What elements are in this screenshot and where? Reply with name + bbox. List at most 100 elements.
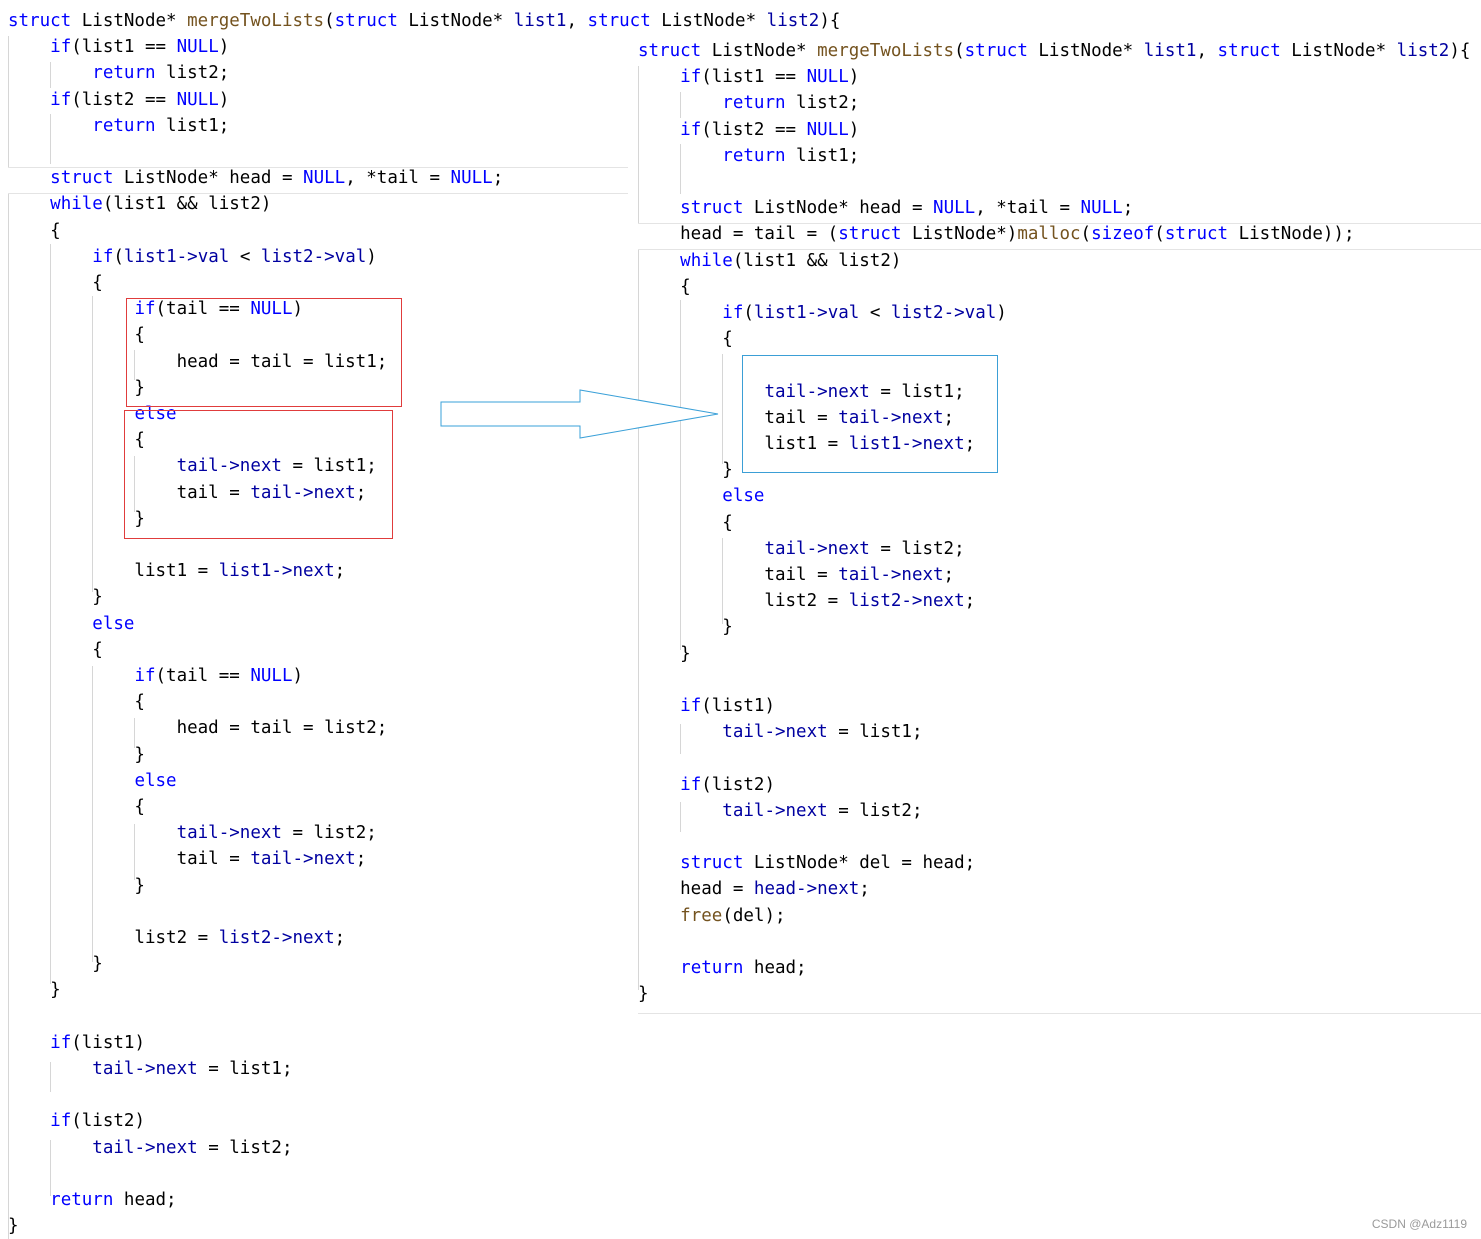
- code-token: tail =: [8, 849, 251, 870]
- code-token: ListNode*: [71, 11, 188, 31]
- code-token: }: [8, 508, 145, 529]
- code-token: list2->next: [218, 928, 335, 948]
- code-token: (list1 ==: [71, 37, 177, 58]
- code-token: free: [680, 905, 723, 926]
- code-token: return: [722, 145, 786, 166]
- indent-guide: [134, 824, 135, 880]
- code-token: ): [292, 299, 304, 320]
- code-token: else: [92, 613, 135, 634]
- code-line: }: [8, 375, 145, 401]
- code-token: [8, 116, 92, 136]
- code-line: else: [8, 611, 134, 637]
- code-token: if: [92, 246, 114, 267]
- code-token: (list1 && list2): [732, 250, 902, 271]
- code-token: ;: [492, 168, 504, 189]
- right-gutter-line: [638, 66, 639, 990]
- indent-guide: [50, 1062, 51, 1092]
- code-line: tail->next = list2;: [8, 820, 377, 846]
- code-token: tail->next: [250, 849, 356, 870]
- code-token: if: [680, 774, 702, 795]
- code-token: head =: [638, 879, 754, 900]
- code-token: , *tail =: [345, 168, 451, 189]
- code-token: [8, 1033, 50, 1053]
- code-token: list2 =: [8, 928, 219, 948]
- right-bottom-border: [638, 1013, 1481, 1014]
- code-line: }: [638, 614, 733, 640]
- code-token: return: [722, 93, 786, 114]
- code-token: mergeTwoLists: [817, 41, 955, 61]
- code-line: list2 = list2->next;: [8, 925, 345, 951]
- code-token: return: [50, 1190, 114, 1210]
- code-line: struct ListNode* head = NULL, *tail = NU…: [638, 195, 1133, 221]
- code-token: ): [292, 666, 304, 686]
- indent-guide: [134, 456, 135, 512]
- code-line: if(list2): [8, 1108, 145, 1134]
- code-token: list1 =: [8, 561, 219, 582]
- code-token: ;: [943, 407, 955, 428]
- code-token: }: [638, 617, 733, 638]
- code-token: ): [848, 67, 860, 88]
- code-line: return list1;: [638, 143, 859, 169]
- code-token: [638, 120, 680, 140]
- code-token: [8, 614, 92, 634]
- code-token: }: [8, 1216, 19, 1237]
- code-token: list1;: [155, 115, 230, 136]
- code-token: (list2 ==: [71, 89, 177, 110]
- code-token: }: [8, 587, 103, 608]
- code-token: {: [8, 692, 145, 713]
- code-line: {: [8, 322, 145, 348]
- code-token: {: [638, 512, 733, 533]
- code-line: }: [8, 951, 103, 977]
- code-line: }: [8, 506, 145, 532]
- code-line: head = tail = list2;: [8, 715, 388, 741]
- code-line: {: [638, 510, 733, 536]
- left-gutter-line: [8, 36, 9, 1239]
- code-line: if(list1->val < list2->val): [638, 300, 1007, 326]
- code-token: (: [954, 41, 965, 61]
- code-token: [638, 198, 680, 218]
- code-token: NULL: [1080, 198, 1123, 219]
- code-token: malloc: [1017, 224, 1081, 245]
- code-token: tail->next: [722, 722, 828, 743]
- code-token: = list1;: [827, 722, 923, 743]
- code-token: ListNode*: [650, 11, 767, 31]
- code-token: , *tail =: [975, 198, 1081, 219]
- code-token: list1;: [785, 145, 860, 166]
- code-line: }: [8, 742, 145, 768]
- code-token: (: [743, 303, 754, 323]
- code-token: ): [218, 37, 230, 58]
- code-line: list1 = list1->next;: [638, 431, 975, 457]
- code-line: tail->next = list2;: [8, 1135, 292, 1161]
- code-token: list1->: [123, 246, 198, 267]
- code-token: ;: [1122, 198, 1134, 219]
- code-line: return head;: [8, 1187, 176, 1213]
- code-token: struct: [838, 224, 902, 245]
- code-token: tail->next: [176, 823, 282, 844]
- code-token: struct: [680, 853, 744, 874]
- code-token: val: [827, 303, 860, 323]
- code-line: head = tail = (struct ListNode*)malloc(s…: [638, 221, 1355, 247]
- code-token: [8, 168, 50, 188]
- code-token: [638, 67, 680, 87]
- code-line: head = tail = list1;: [8, 349, 388, 375]
- code-token: }: [8, 744, 145, 765]
- code-line: {: [8, 427, 145, 453]
- code-token: tail =: [8, 482, 251, 503]
- code-token: = list2;: [827, 800, 923, 821]
- code-token: = list2;: [869, 538, 965, 559]
- code-token: [638, 303, 722, 323]
- code-token: = list2;: [197, 1137, 293, 1158]
- code-token: (list1 && list2): [102, 194, 272, 215]
- left-current-line-highlight: [8, 167, 628, 194]
- code-line: tail->next = list2;: [638, 536, 965, 562]
- code-token: (list1 ==: [701, 67, 807, 88]
- code-token: ListNode*: [701, 41, 818, 61]
- code-token: [8, 1111, 50, 1131]
- code-line: else: [8, 768, 176, 794]
- code-token: list1: [513, 11, 567, 31]
- code-token: struct: [638, 41, 702, 61]
- code-line: return head;: [638, 955, 806, 981]
- code-token: ListNode));: [1228, 224, 1355, 245]
- code-token: (: [1080, 224, 1092, 245]
- code-token: [638, 958, 680, 978]
